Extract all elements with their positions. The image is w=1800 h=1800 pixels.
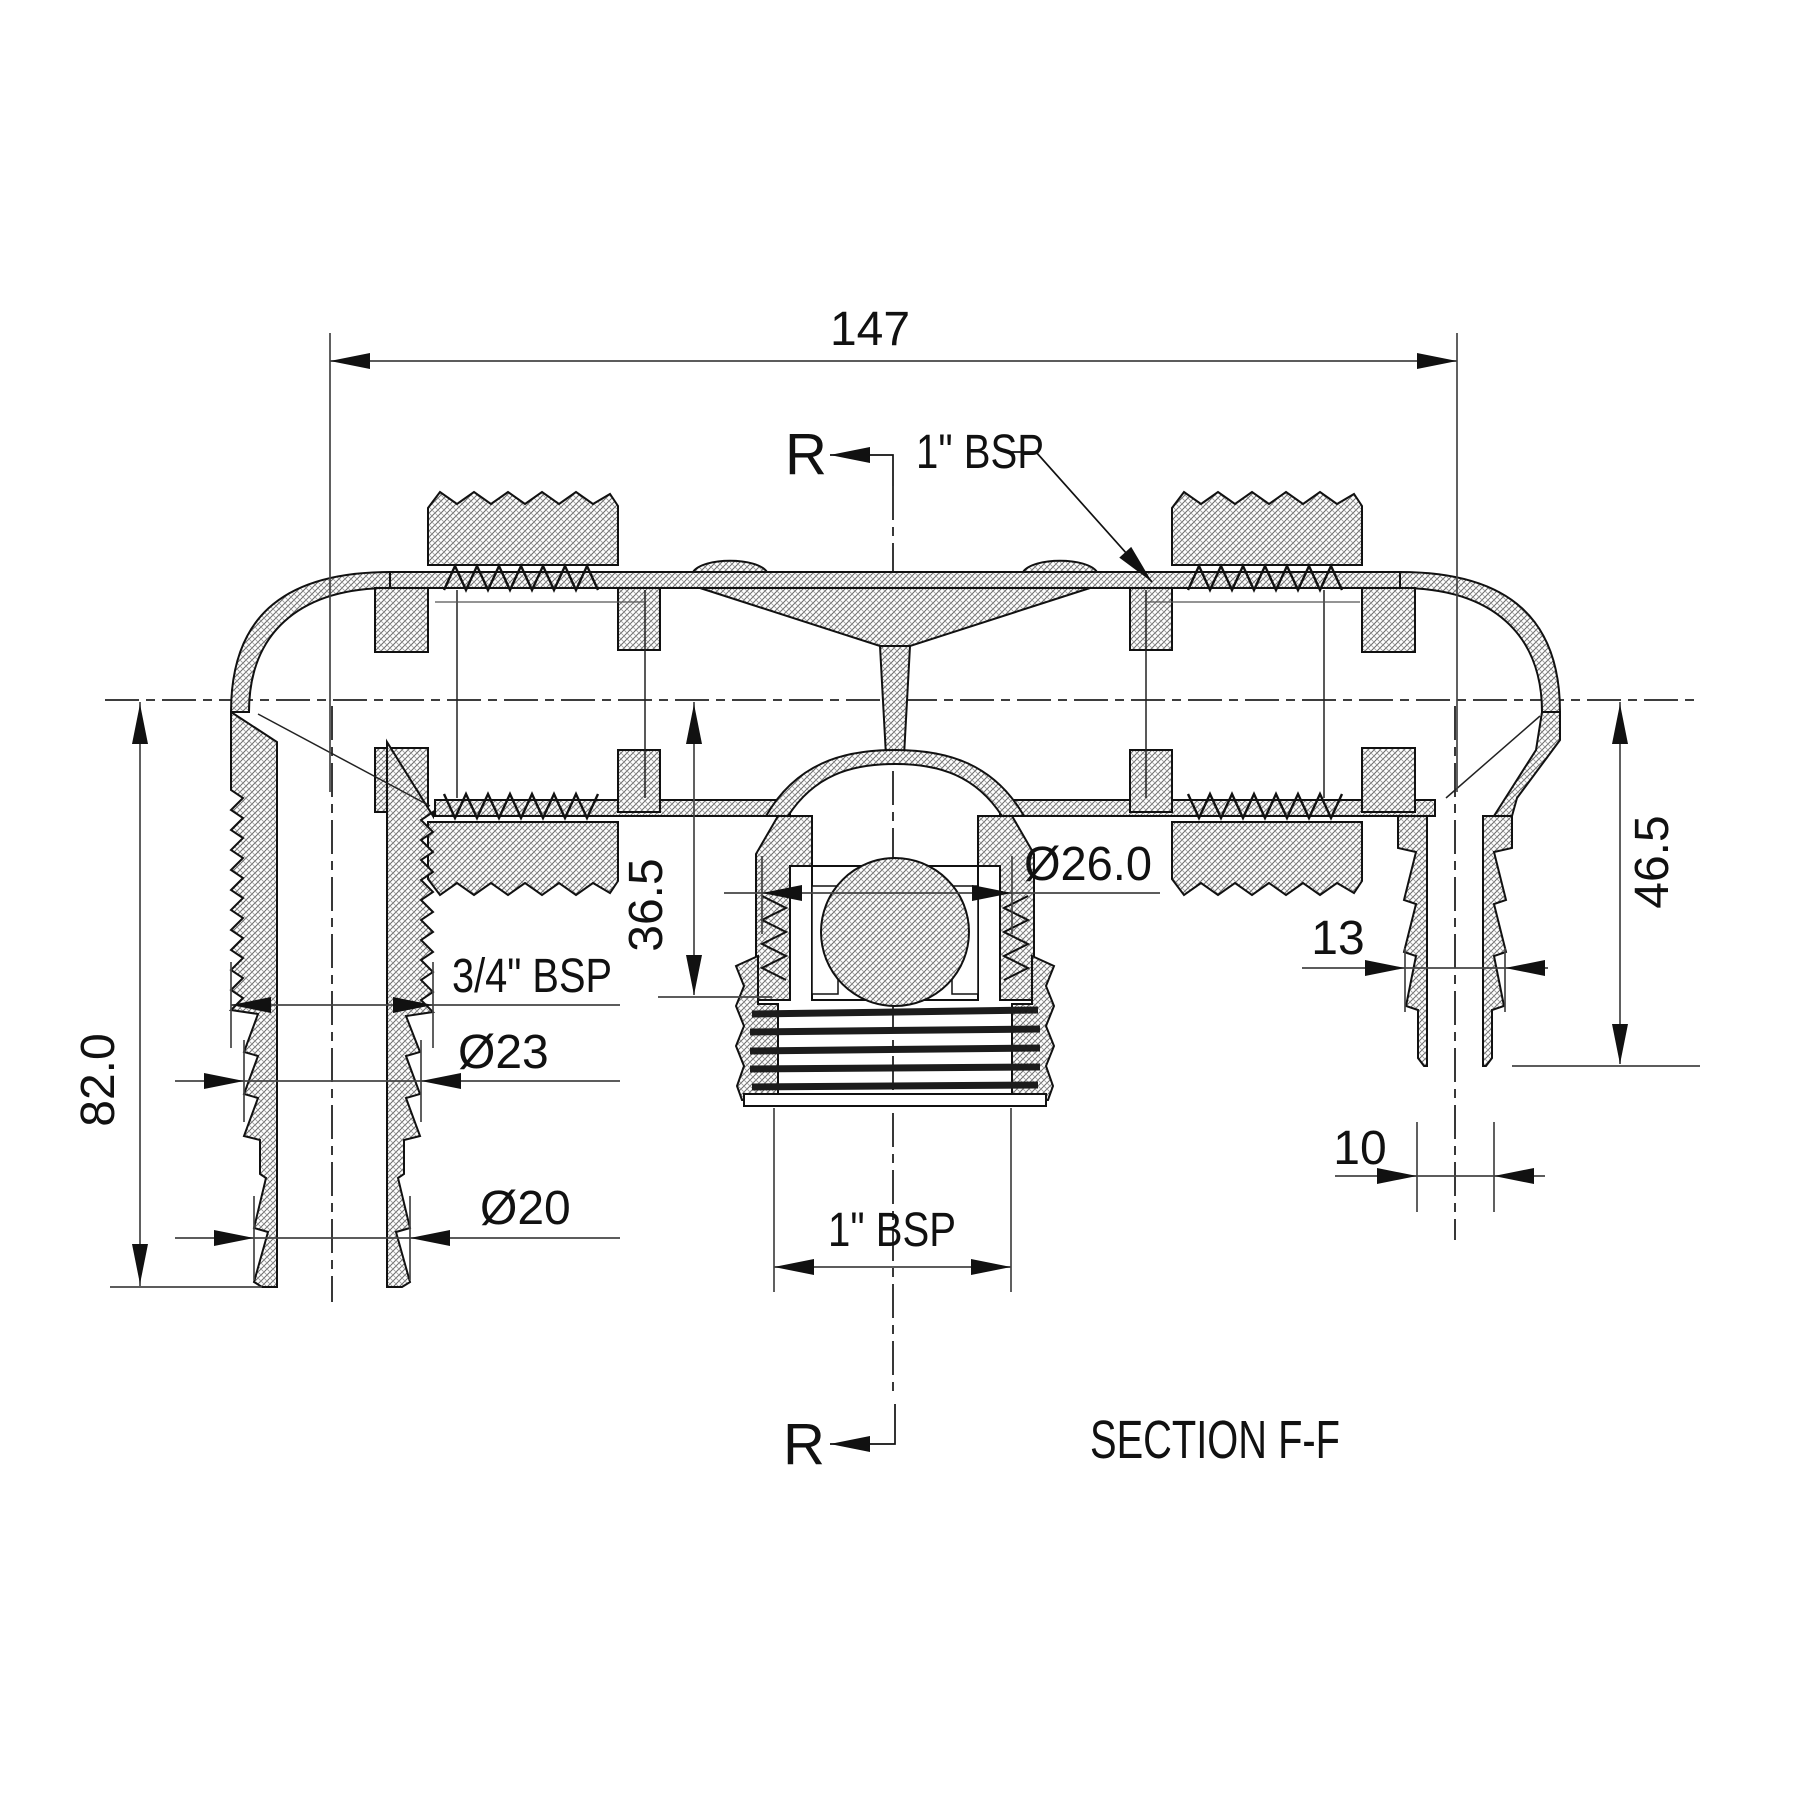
funnel-bump-right: [1021, 559, 1099, 573]
dim-left-thread-label: 3/4" BSP: [452, 950, 612, 1003]
valve-internals: [743, 857, 1047, 1107]
left-nut-threads-bottom: [442, 791, 600, 821]
left-nut-threads-top: [442, 563, 600, 593]
section-marker-top-label: R: [785, 422, 827, 487]
dim-left-height-label: 82.0: [72, 1033, 125, 1126]
right-elbow-wall: [1399, 570, 1562, 713]
interior-edges: [257, 590, 1541, 807]
funnel-bump-left: [691, 559, 769, 573]
bottom-outlet-thread-label: 1" BSP: [828, 1204, 956, 1257]
centerlines: [105, 486, 1700, 1396]
right-nut-threads-top: [1186, 563, 1344, 593]
valve-dome: [764, 748, 1026, 817]
left-union-collar-top: [374, 587, 429, 653]
union-thread-coils: [442, 563, 1344, 821]
dim-right-barb-lower-label: 10: [1333, 1122, 1386, 1175]
leader-top-bsp: [1010, 451, 1153, 583]
dim-ball-bore-label: Ø26.0: [1024, 838, 1152, 891]
right-union-collar-bottom: [1361, 747, 1416, 813]
right-nut-skirt-top: [1129, 587, 1173, 651]
right-nut-skirt-bottom: [1129, 749, 1173, 813]
top-port-thread-label: 1" BSP: [916, 426, 1044, 479]
dim-right-barb-upper-label: 13: [1311, 912, 1364, 965]
right-elbow-chamfer: [1445, 715, 1541, 799]
right-pipe-wall-left: [1397, 815, 1428, 1067]
section-title: SECTION F-F: [1090, 1410, 1340, 1470]
left-pipe-wall-outer: [228, 710, 278, 1288]
dim-right-height-label: 46.5: [1626, 815, 1679, 908]
cap-wall-left: [734, 954, 779, 1101]
right-pipe-wall-right: [1482, 815, 1513, 1067]
left-nut-bottom: [427, 821, 619, 897]
right-nut-top: [1171, 490, 1363, 566]
left-pipe-wall-inner: [386, 738, 436, 1288]
dim-overall-width-label: 147: [830, 303, 910, 356]
gland-spring-left: [759, 895, 789, 981]
left-nut-top: [427, 490, 619, 566]
right-nut-threads-bottom: [1186, 791, 1344, 821]
dimension-lines: [110, 333, 1700, 1445]
valve-stem: [878, 645, 912, 757]
left-elbow-chamfer: [257, 713, 431, 807]
tube-bottom-wall-left: [434, 799, 791, 817]
left-nut-skirt-bottom: [617, 749, 661, 813]
branch-funnel: [699, 587, 1091, 647]
dim-left-barb-lower-label: Ø20: [480, 1182, 571, 1235]
dim-left-barb-upper-label: Ø23: [458, 1026, 549, 1079]
dim-valve-depth-label: 36.5: [620, 858, 673, 951]
cap-bottom-face: [743, 1093, 1047, 1107]
right-nut-bottom: [1171, 821, 1363, 897]
left-elbow-wall: [229, 570, 391, 713]
cap-thread-bars: [749, 1006, 1041, 1091]
valve-ball: [820, 857, 970, 1007]
section-marker-bottom-label: R: [783, 1412, 825, 1477]
left-nut-skirt-top: [617, 587, 661, 651]
gland-spring-right: [1001, 895, 1031, 981]
right-union-collar-top: [1361, 587, 1416, 653]
dimension-labels: 147 R 1" BSP 36.5 Ø26.0 82.0 3/4" BSP Ø2…: [72, 303, 1679, 1477]
